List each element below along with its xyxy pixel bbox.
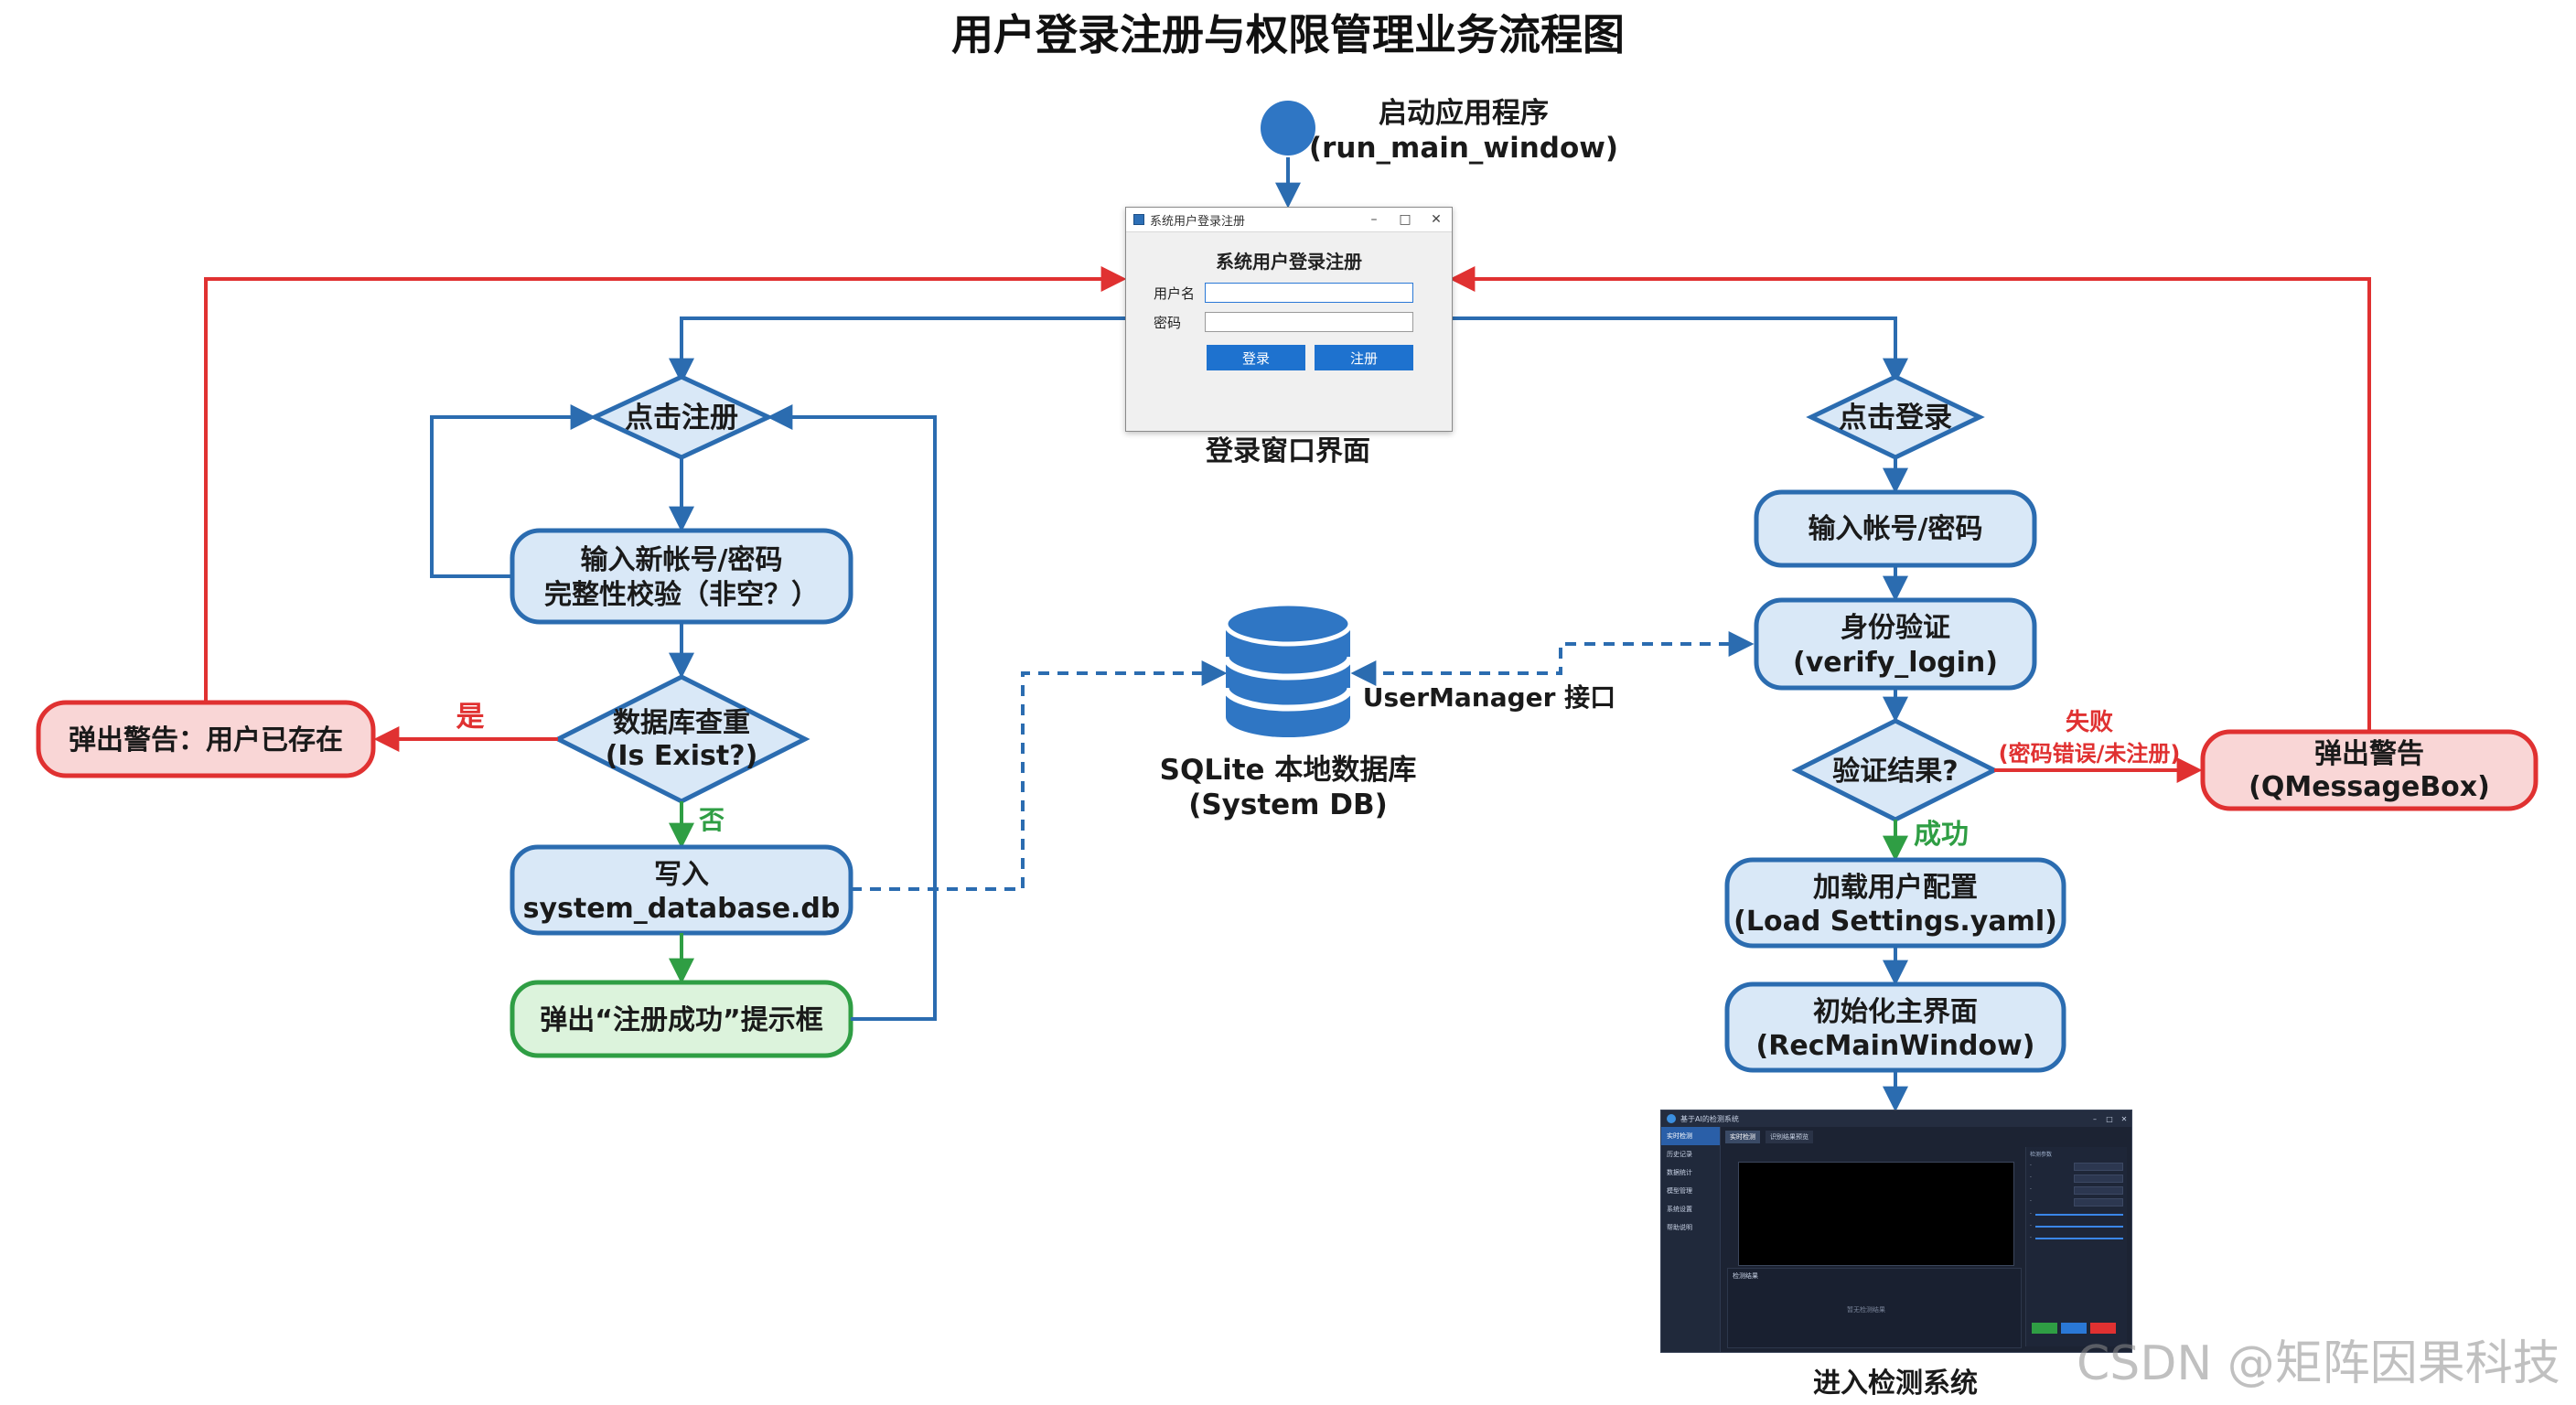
login-window-title: 系统用户登录注册	[1150, 214, 1246, 229]
arrow-input-loop-back	[430, 404, 596, 578]
db-label-2: (System DB)	[1188, 788, 1388, 821]
verify-line2: (verify_login)	[1793, 647, 1998, 679]
verify-line1: 身份验证	[1841, 612, 1950, 644]
success-popup-text: 弹出“注册成功”提示框	[540, 1004, 822, 1036]
verify-result-label: 验证结果?	[1832, 756, 1958, 788]
start-label-2: (run_main_window)	[1309, 132, 1618, 165]
video-display-area	[1738, 1162, 2014, 1266]
arrow-alert-to-login	[204, 266, 1127, 702]
results-header: 检测结果	[1733, 1272, 1758, 1280]
diagram-title: 用户登录注册与权限管理业务流程图	[951, 10, 1625, 59]
write-db-line2: system_database.db	[523, 893, 841, 925]
minimize-icon[interactable]: –	[1370, 212, 1378, 227]
alert-user-exists-text: 弹出警告：用户已存在	[69, 724, 343, 756]
watermark: CSDN @矩阵因果科技	[2077, 1336, 2560, 1391]
login-buttons: 登录 注册	[1207, 345, 1452, 370]
detection-close-icon[interactable]: ✕	[2120, 1114, 2128, 1123]
results-panel: 检测结果 暂无检测结果	[1727, 1268, 2022, 1348]
stop-action-button[interactable]	[2090, 1323, 2116, 1334]
database-icon	[1222, 601, 1354, 737]
init-line2: (RecMainWindow)	[1756, 1030, 2035, 1062]
arrow-write-to-db	[851, 660, 1228, 891]
param-slider[interactable]: ·	[2026, 1208, 2127, 1220]
alert-qmessagebox-line1: 弹出警告	[2314, 738, 2424, 770]
init-line1: 初始化主界面	[1813, 996, 1978, 1028]
username-label: 用户名	[1154, 284, 1196, 302]
detection-minimize-icon[interactable]: –	[2093, 1114, 2097, 1123]
password-label: 密码	[1154, 314, 1182, 331]
usermanager-interface-label: UserManager 接口	[1363, 682, 1615, 713]
login-window-titlebar: 系统用户登录注册 – □ ✕	[1126, 208, 1452, 232]
arrow-success-loop-back	[767, 404, 937, 1021]
start-node	[1261, 101, 1315, 156]
sidebar-item-settings[interactable]: 系统设置	[1667, 1206, 1692, 1213]
param-field[interactable]: ·	[2026, 1196, 2127, 1208]
detection-system-mockup: 基于AI的检测系统 – □ ✕ 实时检测 历史记录 数据统计 模型管理 系统设置…	[1660, 1110, 2132, 1353]
detection-sidebar: 实时检测 历史记录 数据统计 模型管理 系统设置 帮助说明	[1661, 1127, 1721, 1352]
param-slider[interactable]: ·	[2026, 1220, 2127, 1232]
sidebar-item-history[interactable]: 历史记录	[1667, 1151, 1692, 1158]
decision-db-check	[553, 674, 810, 804]
maximize-icon[interactable]: □	[1399, 212, 1411, 227]
input-account-text: 输入帐号/密码	[1809, 513, 1983, 545]
db-check-line1: 数据库查重	[613, 707, 750, 739]
tab-preview[interactable]: 识别结果预览	[1766, 1131, 1813, 1143]
start-action-button[interactable]	[2032, 1323, 2057, 1334]
load-line1: 加载用户配置	[1813, 872, 1978, 904]
pause-action-button[interactable]	[2061, 1323, 2087, 1334]
fail-label: 失败	[2066, 709, 2113, 736]
input-new-account-line2: 完整性校验（非空？）	[544, 579, 819, 611]
panel-action-buttons	[2032, 1323, 2116, 1334]
click-login-label: 点击登录	[1839, 402, 1952, 434]
password-row: 密码	[1154, 312, 1452, 332]
db-label-1: SQLite 本地数据库	[1160, 754, 1417, 787]
input-new-account-line1: 输入新帐号/密码	[581, 544, 783, 576]
param-field[interactable]: ·	[2026, 1185, 2127, 1196]
detection-window-title: 基于AI的检测系统	[1680, 1114, 1739, 1123]
login-button[interactable]: 登录	[1207, 345, 1305, 370]
sidebar-item-models[interactable]: 模型管理	[1667, 1187, 1692, 1195]
fail-detail: (密码错误/未注册)	[1999, 741, 2181, 767]
param-slider[interactable]: ·	[2026, 1232, 2127, 1244]
sidebar-item-stats[interactable]: 数据统计	[1667, 1169, 1692, 1176]
close-icon[interactable]: ✕	[1431, 212, 1442, 227]
success-label: 成功	[1914, 819, 1969, 851]
start-label-1: 启动应用程序	[1379, 97, 1549, 130]
app-window-icon	[1133, 214, 1144, 225]
param-field[interactable]: ·	[2026, 1161, 2127, 1173]
parameter-panel-header: 检测参数	[2030, 1152, 2053, 1158]
sidebar-item-help[interactable]: 帮助说明	[1667, 1224, 1692, 1231]
password-input[interactable]	[1205, 312, 1413, 332]
parameter-panel: 检测参数 · · · · · · ·	[2025, 1147, 2127, 1346]
detection-logo-icon	[1667, 1114, 1676, 1123]
yes-label: 是	[456, 701, 485, 734]
click-register-label: 点击注册	[625, 402, 738, 434]
arrow-to-click-login	[1451, 316, 1908, 384]
tab-realtime[interactable]: 实时检测	[1725, 1131, 1760, 1143]
write-db-line1: 写入	[654, 859, 709, 891]
login-heading: 系统用户登录注册	[1216, 251, 1362, 273]
param-field[interactable]: ·	[2026, 1173, 2127, 1185]
register-button[interactable]: 注册	[1315, 345, 1413, 370]
no-results-text: 暂无检测结果	[1847, 1306, 1885, 1314]
detection-tabs: 实时检测 识别结果预览	[1725, 1131, 1813, 1143]
sidebar-item-realtime[interactable]: 实时检测	[1661, 1127, 1720, 1145]
detection-maximize-icon[interactable]: □	[2106, 1114, 2113, 1123]
alert-qmessagebox-line2: (QMessageBox)	[2249, 771, 2490, 803]
no-label: 否	[699, 805, 724, 835]
username-input[interactable]	[1205, 283, 1413, 303]
db-check-line2: (Is Exist?)	[606, 740, 758, 772]
login-window-mockup: 系统用户登录注册 – □ ✕ 系统用户登录注册 用户名 密码 登录 注册	[1125, 207, 1453, 432]
load-line2: (Load Settings.yaml)	[1733, 906, 2057, 938]
enter-system-caption: 进入检测系统	[1813, 1367, 1978, 1400]
username-row: 用户名	[1154, 283, 1452, 303]
detection-titlebar: 基于AI的检测系统 – □ ✕	[1661, 1110, 2131, 1127]
login-window-caption: 登录窗口界面	[1205, 435, 1370, 467]
arrow-to-click-register	[669, 316, 1125, 384]
arrow-qmessagebox-to-login	[1449, 266, 2371, 732]
arrow-verify-db-interface	[1350, 631, 1755, 686]
